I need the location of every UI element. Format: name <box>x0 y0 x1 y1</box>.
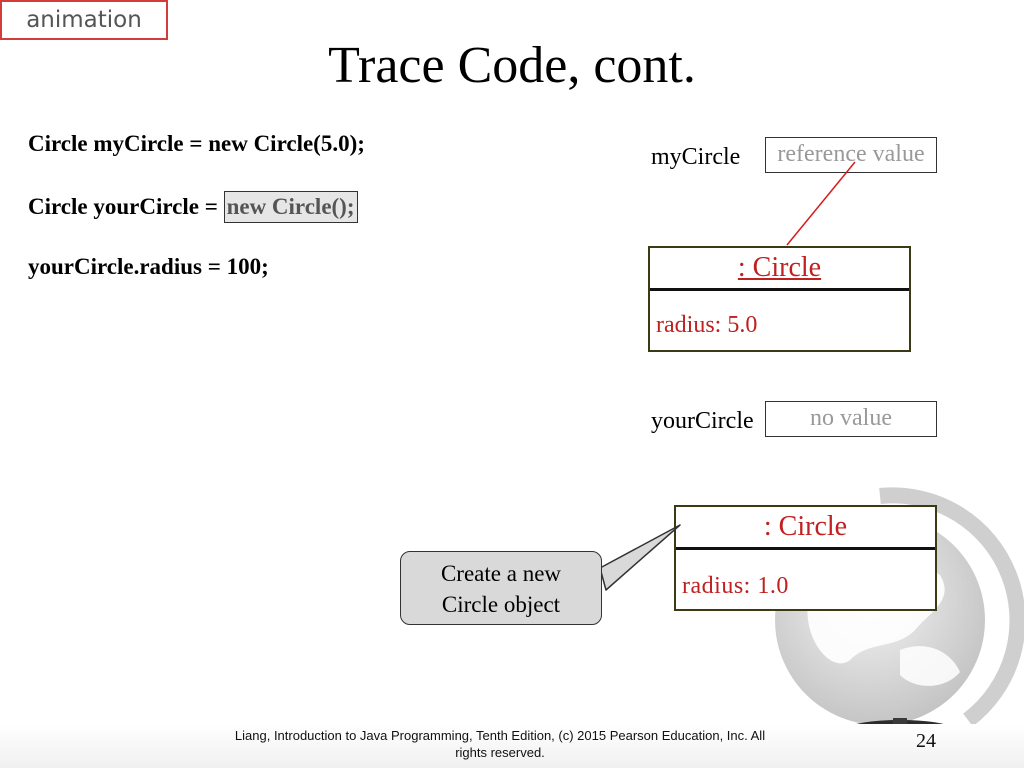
mycircle-object-box: : Circle radius: 5.0 <box>648 246 911 352</box>
code-line-1: Circle myCircle = new Circle(5.0); <box>28 131 365 156</box>
footer-band <box>0 724 1024 768</box>
callout-line-2: Circle object <box>441 592 561 617</box>
yourcircle-variable-label: yourCircle <box>651 408 754 434</box>
yourcircle-reference-box: no value <box>765 401 937 437</box>
code-line-2: Circle yourCircle = new Circle(); <box>28 191 358 223</box>
mycircle-variable-label: myCircle <box>651 144 741 170</box>
mycircle-object-class: : Circle <box>650 248 909 291</box>
slide-title: Trace Code, cont. <box>328 37 696 94</box>
new-circle-object-class: : Circle <box>676 507 935 550</box>
callout-pointer <box>599 524 681 591</box>
highlighted-statement: new Circle(); <box>223 191 358 223</box>
footer-line-2: rights reserved. <box>455 745 545 760</box>
mycircle-object-field: radius: 5.0 <box>656 312 758 338</box>
footer-copyright: Liang, Introduction to Java Programming,… <box>200 727 800 761</box>
code-line-2-prefix: Circle yourCircle = <box>28 194 224 219</box>
create-object-callout: Create a new Circle object <box>400 551 602 625</box>
code-line-3: yourCircle.radius = 100; <box>28 254 269 279</box>
animation-tag: animation <box>0 0 168 40</box>
callout-line-1: Create a new <box>440 561 562 586</box>
new-circle-object-field: radius: 1.0 <box>682 573 789 599</box>
footer-line-1: Liang, Introduction to Java Programming,… <box>234 728 766 743</box>
new-circle-object-box: : Circle radius: 1.0 <box>674 505 937 611</box>
page-number: 24 <box>916 730 936 752</box>
mycircle-reference-box: reference value <box>765 137 937 173</box>
reference-arrow <box>786 161 856 246</box>
